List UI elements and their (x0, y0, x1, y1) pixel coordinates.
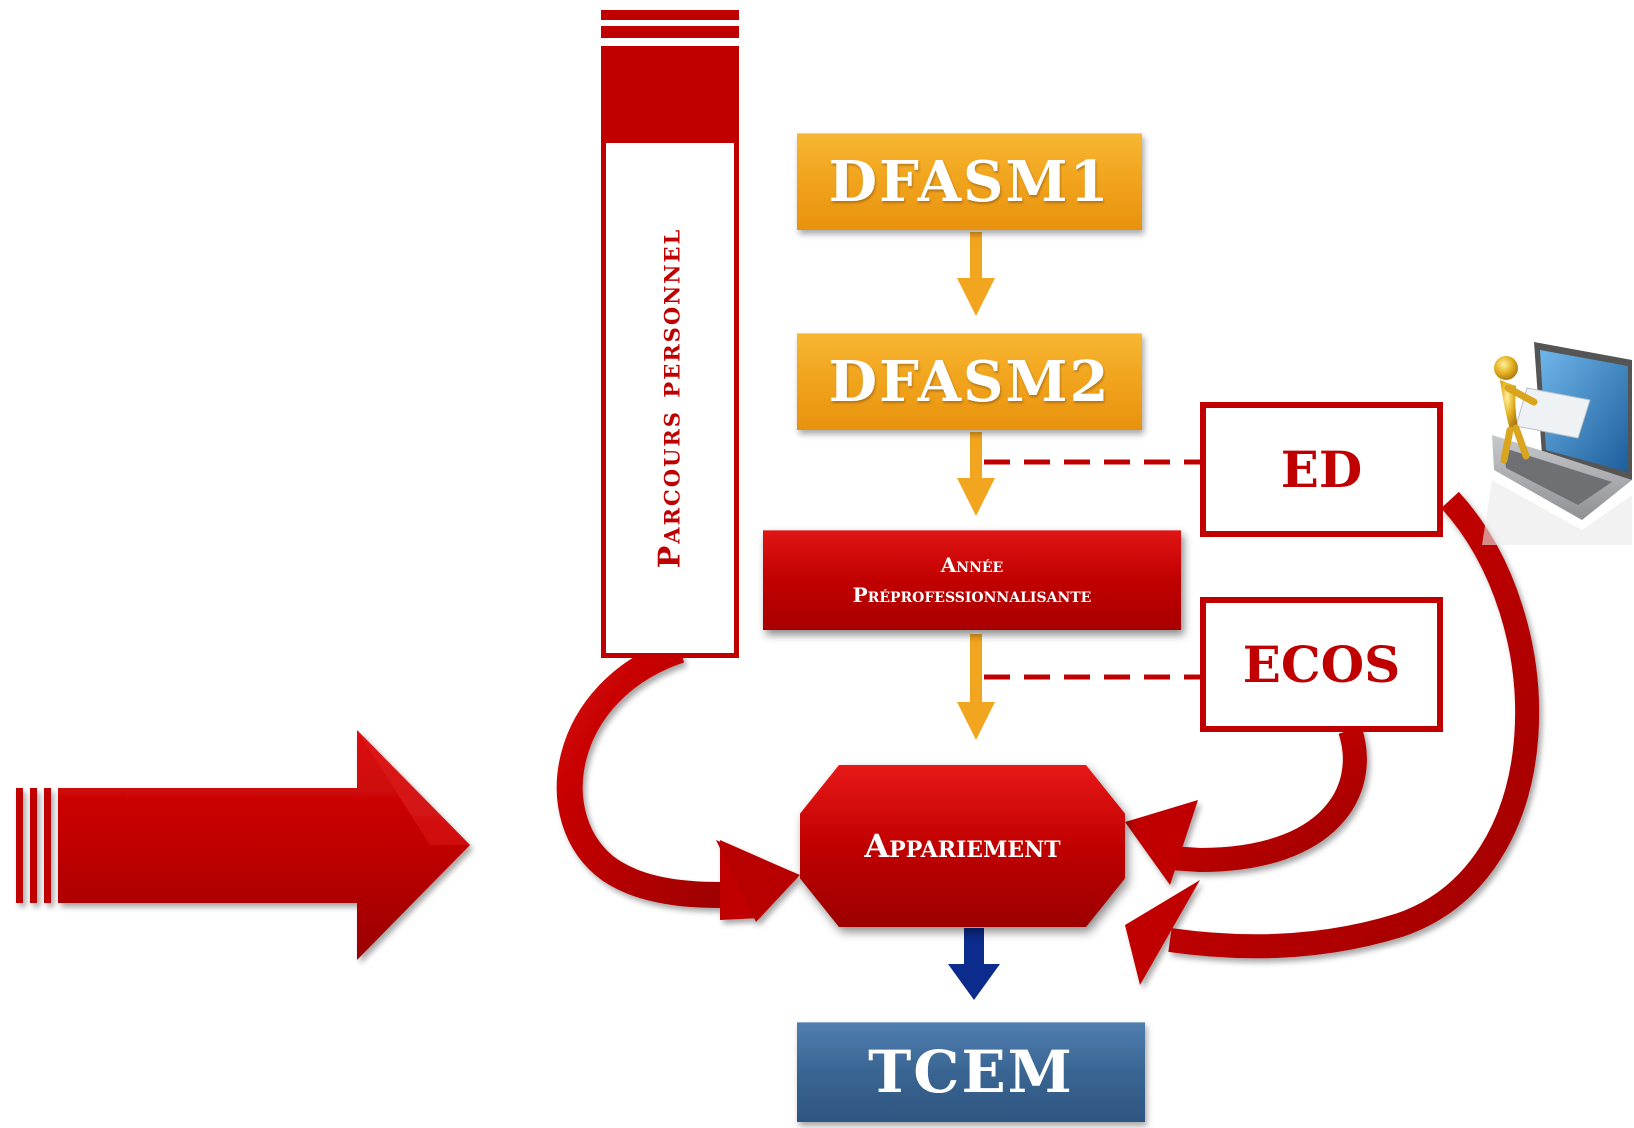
ed-box: ED (1200, 402, 1443, 537)
dfasm1-label: DFASM1 (828, 148, 1111, 215)
annee-label-line1: Année (940, 553, 1004, 577)
dfasm2-box: DFASM2 (797, 333, 1142, 430)
parcours-personnel-column: Parcours personnel (601, 138, 739, 658)
ed-label: ED (1280, 440, 1363, 499)
tcem-label: TCEM (868, 1038, 1074, 1106)
tcem-box: TCEM (797, 1022, 1145, 1122)
ecos-box: ECOS (1200, 597, 1443, 732)
parcours-curved-arrow (556, 637, 800, 922)
laptop-ecn-figure-icon (1482, 342, 1632, 545)
dashed-connectors (984, 459, 1200, 680)
ed-curved-arrow (1125, 491, 1540, 985)
appariement-box: Appariement (800, 765, 1125, 927)
navy-down-arrow (948, 928, 1000, 1000)
annee-label-line2: Préprofessionnalisante (852, 583, 1092, 607)
dfasm1-box: DFASM1 (797, 133, 1142, 230)
parcours-personnel-label: Parcours personnel (652, 227, 688, 569)
appariement-label: Appariement (864, 827, 1061, 865)
big-right-arrow (16, 730, 470, 960)
ecos-label: ECOS (1242, 635, 1401, 694)
annee-preprofessionnalisante-box: Année Préprofessionnalisante (763, 530, 1181, 630)
dfasm2-label: DFASM2 (828, 348, 1111, 415)
parcours-top-stripes (601, 10, 739, 138)
ecos-curved-arrow (1125, 726, 1367, 885)
orange-flow-arrows (957, 232, 995, 740)
